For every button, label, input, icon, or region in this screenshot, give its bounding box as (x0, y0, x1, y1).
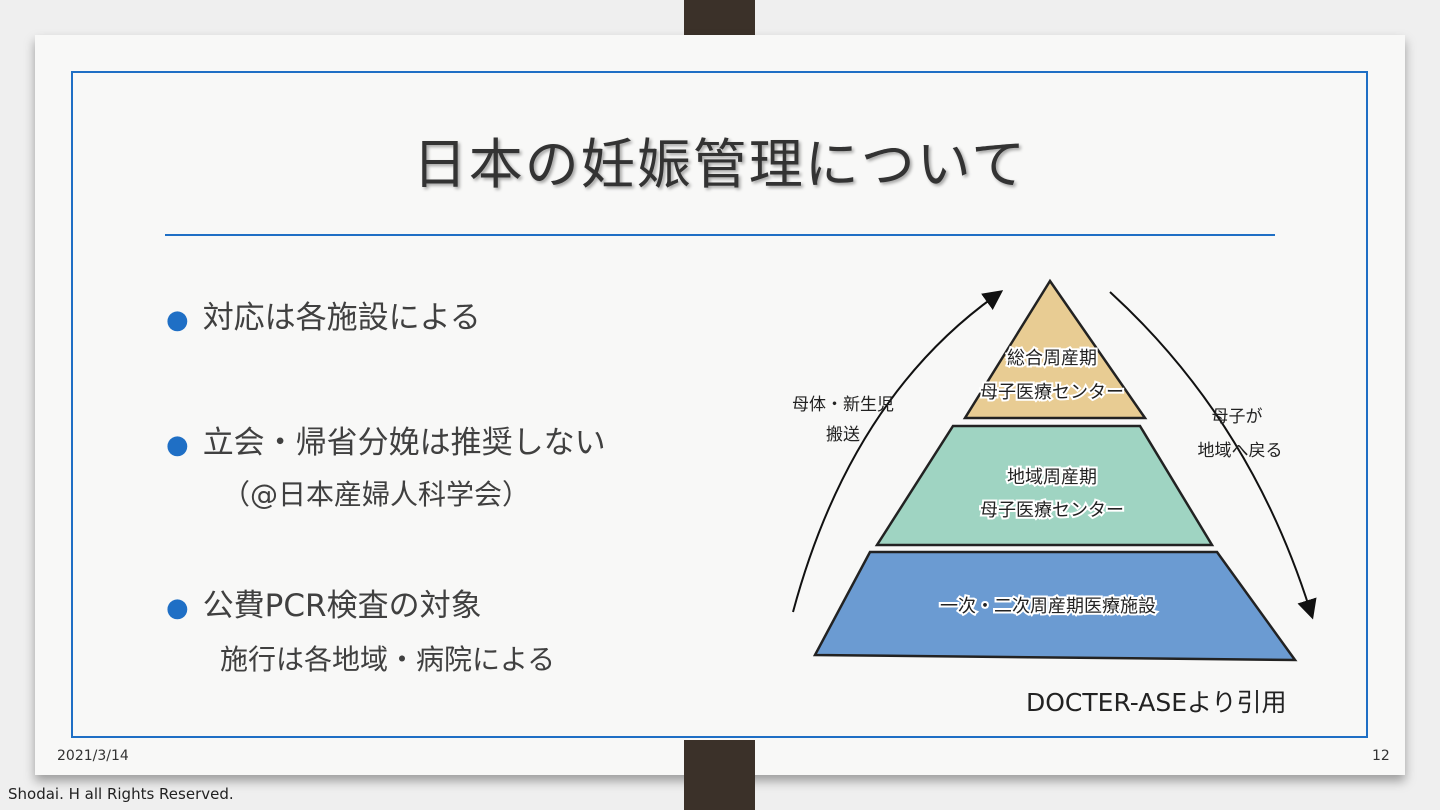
bullet-text: 立会・帰省分娩は推奨しない (202, 425, 606, 461)
arrow-up-left (792, 290, 1004, 613)
slide-title: 日本の妊娠管理について (412, 133, 1028, 196)
slide-frame (71, 71, 1368, 738)
bullet-1: ● 対応は各施設による (166, 292, 481, 337)
bullet-text: 対応は各施設による (202, 300, 481, 336)
bottom-label: 一次・二次周産期医療施設 (940, 596, 1156, 617)
right-arrow-label-2: 地域へ戻る (1198, 441, 1283, 461)
top-label-1: 総合周産期 (1007, 348, 1097, 369)
bullet-dot-icon: ● (166, 305, 189, 335)
mid-label-1: 地域周産期 (1007, 467, 1097, 488)
post-bottom (684, 740, 755, 810)
copyright: Shodai. H all Rights Reserved. (8, 785, 234, 803)
left-arrow-label-2: 搬送 (826, 425, 860, 445)
citation: DOCTER-ASEより引用 (1026, 688, 1287, 717)
page-number: 12 (1372, 748, 1390, 764)
mid-label-2: 母子医療センター (980, 500, 1124, 521)
bullet-dot-icon: ● (166, 593, 189, 623)
bullet-2-sub: （@日本産婦人科学会） (222, 478, 531, 511)
bullet-2: ● 立会・帰省分娩は推奨しない (166, 417, 606, 462)
bullet-text: 公費PCR検査の対象 (202, 588, 482, 624)
slide-date: 2021/3/14 (57, 748, 129, 764)
bullet-3-sub: 施行は各地域・病院による (220, 643, 556, 676)
top-label-2: 母子医療センター (980, 382, 1124, 403)
pyramid-top (962, 278, 1148, 420)
left-arrow-label-1: 母体・新生児 (792, 395, 894, 415)
title-divider (165, 234, 1275, 236)
bullet-dot-icon: ● (166, 430, 189, 460)
right-arrow-label-1: 母子が (1212, 407, 1263, 427)
pyramid-middle (874, 424, 1215, 547)
pyramid-bottom (812, 550, 1298, 662)
arrow-down-right (1109, 291, 1317, 620)
bullet-3: ● 公費PCR検査の対象 (166, 580, 482, 625)
